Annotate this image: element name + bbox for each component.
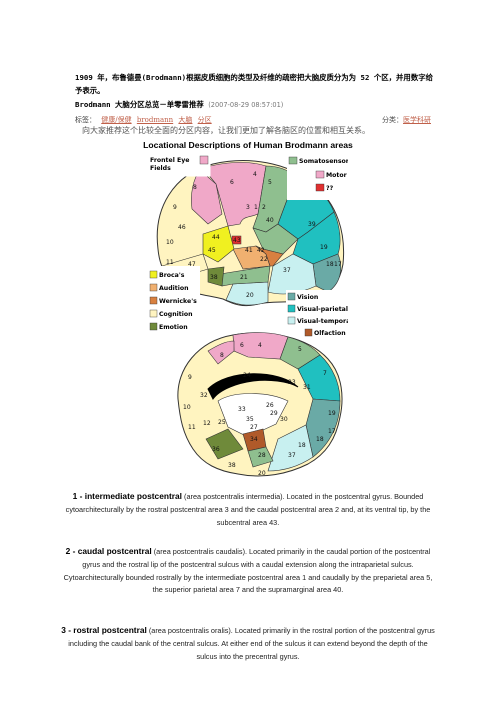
svg-text:Visual-temporal: Visual-temporal: [297, 318, 348, 325]
svg-text:12: 12: [203, 420, 211, 427]
tag-line: 标签： 健康/保健 brodmann 大脑 分区: [75, 115, 212, 125]
svg-text:30: 30: [280, 416, 288, 423]
svg-text:38: 38: [228, 462, 236, 469]
svg-text:8: 8: [220, 352, 224, 359]
svg-text:1: 1: [254, 204, 258, 211]
svg-text:18: 18: [316, 436, 324, 443]
svg-text:37: 37: [288, 452, 296, 459]
svg-text:47: 47: [188, 261, 196, 268]
svg-text:24: 24: [243, 372, 251, 379]
svg-text:6: 6: [240, 342, 244, 349]
svg-text:31: 31: [303, 384, 311, 391]
svg-text:9: 9: [188, 374, 192, 381]
category-label: 分类：: [382, 116, 403, 124]
intro-paragraph: 1909 年，布鲁德曼(Brodmann)根据皮质细胞的类型及纤维的疏密把大脑皮…: [75, 73, 433, 95]
svg-text:29: 29: [270, 410, 278, 417]
svg-text:2: 2: [262, 204, 266, 211]
svg-text:5: 5: [268, 179, 272, 186]
svg-text:6: 6: [230, 179, 234, 186]
svg-text:9: 9: [173, 204, 177, 211]
article-date: (2007-08-29 08:57:01): [208, 101, 284, 109]
description-term: 1 - intermediate postcentral: [72, 491, 183, 501]
svg-text:Fields: Fields: [150, 165, 171, 172]
svg-text:Olfaction: Olfaction: [314, 330, 346, 337]
svg-text:10: 10: [166, 239, 174, 246]
tag-link-division[interactable]: 分区: [197, 116, 212, 124]
tag-link-brodmann[interactable]: brodmann: [136, 116, 174, 124]
svg-text:19: 19: [328, 410, 336, 417]
svg-text:Vision: Vision: [297, 294, 318, 301]
tag-link-brain[interactable]: 大脑: [178, 116, 193, 124]
svg-text:Frontel Eye: Frontel Eye: [150, 157, 189, 164]
svg-text:7: 7: [323, 370, 327, 377]
svg-text:Cognition: Cognition: [159, 311, 192, 318]
svg-text:32: 32: [200, 392, 208, 399]
svg-text:3: 3: [246, 204, 250, 211]
svg-text:??: ??: [326, 185, 334, 192]
svg-text:28: 28: [258, 452, 266, 459]
svg-text:8: 8: [193, 184, 197, 191]
svg-text:Motor: Motor: [326, 172, 348, 179]
svg-text:Emotion: Emotion: [159, 324, 188, 331]
description-term: 2 - caudal postcentral: [65, 546, 152, 556]
svg-text:18: 18: [298, 442, 306, 449]
svg-text:5: 5: [298, 346, 302, 353]
description-area-1: 1 - intermediate postcentral (area postc…: [60, 490, 436, 529]
tag-link-health[interactable]: 健康/保健: [101, 116, 132, 124]
figure-title: Locational Descriptions of Human Brodman…: [143, 140, 353, 150]
svg-text:10: 10: [183, 404, 191, 411]
category-line: 分类：医学科研: [382, 115, 431, 125]
description-area-3: 3 - rostral postcentral (area postcentra…: [60, 624, 436, 663]
svg-text:35: 35: [246, 416, 254, 423]
description-term: 3 - rostral postcentral: [61, 625, 147, 635]
svg-text:38: 38: [210, 274, 218, 281]
svg-text:33: 33: [238, 406, 246, 413]
svg-text:26: 26: [266, 402, 274, 409]
svg-text:4: 4: [258, 342, 262, 349]
svg-text:19: 19: [320, 244, 328, 251]
tag-label: 标签：: [75, 116, 96, 124]
svg-text:44: 44: [212, 234, 220, 241]
svg-text:25: 25: [218, 419, 226, 426]
svg-text:39: 39: [308, 221, 316, 228]
svg-text:Broca's: Broca's: [159, 272, 185, 279]
svg-text:23: 23: [288, 379, 296, 386]
svg-text:11: 11: [166, 259, 174, 266]
description-text: (area postcentralis caudalis). Located p…: [63, 547, 433, 595]
article-headline: Brodmann 大脑分区总览－单零雷推荐 (2007-08-29 08:57:…: [75, 99, 283, 110]
svg-text:37: 37: [283, 267, 291, 274]
svg-text:43: 43: [233, 237, 241, 244]
lateral-legend: Frontel Eye Fields Somatosensory Motor ?…: [148, 154, 348, 346]
svg-text:Visual-parietal: Visual-parietal: [297, 306, 348, 313]
svg-text:21: 21: [240, 274, 248, 281]
svg-text:17: 17: [334, 261, 342, 268]
svg-text:20: 20: [246, 292, 254, 299]
svg-text:45: 45: [208, 247, 216, 254]
svg-text:11: 11: [188, 424, 196, 431]
svg-text:42: 42: [257, 247, 265, 254]
svg-text:36: 36: [212, 446, 220, 453]
article-title: Brodmann 大脑分区总览－单零雷推荐: [75, 100, 204, 109]
svg-text:22: 22: [260, 256, 268, 263]
svg-text:41: 41: [245, 247, 253, 254]
svg-text:34: 34: [250, 436, 258, 443]
description-text: (area postcentralis intermedia). Located…: [65, 492, 431, 527]
svg-text:Audition: Audition: [159, 285, 188, 292]
svg-text:40: 40: [266, 217, 274, 224]
svg-text:17: 17: [328, 428, 336, 435]
recommend-text: 向大家推荐这个比较全面的分区内容，让我们更加了解各脑区的位置和相互关系。: [82, 126, 370, 135]
description-area-2: 2 - caudal postcentral (area postcentral…: [60, 545, 436, 597]
svg-text:20: 20: [258, 470, 266, 477]
category-link[interactable]: 医学科研: [403, 116, 431, 124]
svg-text:18: 18: [326, 261, 334, 268]
svg-text:46: 46: [178, 224, 186, 231]
svg-text:Somatosensory: Somatosensory: [299, 158, 348, 165]
svg-text:4: 4: [253, 171, 257, 178]
svg-text:Wernicke's: Wernicke's: [159, 298, 197, 305]
description-text: (area postcentralis oralis). Located pri…: [68, 626, 435, 661]
svg-text:27: 27: [250, 424, 258, 431]
